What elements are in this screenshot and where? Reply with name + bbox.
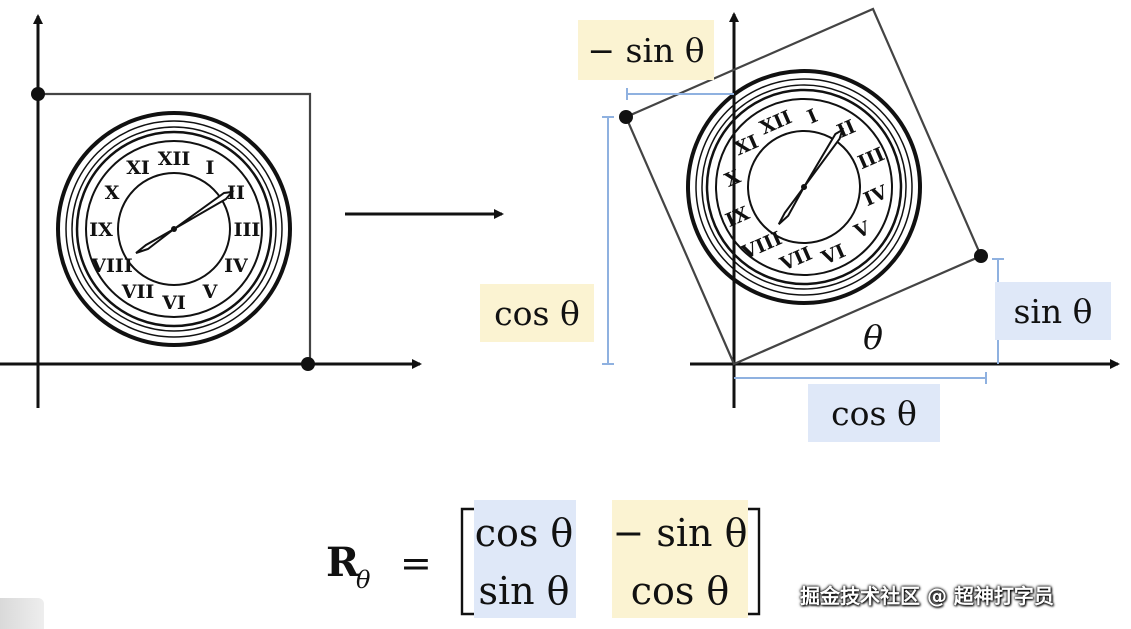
cos-theta-bottom-label: cos θ [831, 394, 917, 433]
matrix-subscript: θ [356, 566, 371, 594]
matrix-col1-highlight [474, 500, 576, 618]
rotated-clock-icon [649, 32, 959, 342]
left-figure [0, 14, 422, 408]
matrix-m11: cos θ [475, 511, 574, 555]
rotated-right-point [974, 249, 988, 263]
matrix-m22: cos θ [631, 569, 730, 613]
corner-thumbnail [0, 598, 44, 629]
sin-theta-right-label: sin θ [1013, 292, 1092, 331]
left-frame [38, 92, 312, 364]
left-bracket [460, 507, 474, 616]
rotated-frame [624, 7, 983, 366]
watermark-text: 掘金技术社区 @ 超神打字员 [800, 584, 1054, 608]
matrix-m21: sin θ [478, 569, 569, 613]
rotation-matrix-formula: R θ = cos θ − sin θ sin θ cos θ [326, 500, 761, 618]
matrix-symbol: R [326, 539, 360, 586]
equals-sign: = [400, 541, 432, 585]
rotated-top-point [619, 110, 633, 124]
matrix-m12: − sin θ [612, 511, 747, 555]
cos-theta-left-label: cos θ [494, 294, 580, 333]
left-right-point [301, 357, 315, 371]
left-top-point [31, 87, 45, 101]
theta-angle-label: θ [863, 318, 883, 357]
left-clock-icon [56, 111, 292, 347]
neg-sin-theta-label: − sin θ [587, 31, 704, 70]
right-bracket [747, 507, 761, 616]
right-figure: − sin θ cos θ sin θ cos θ θ [480, 7, 1120, 442]
matrix-col2-highlight [612, 500, 748, 618]
